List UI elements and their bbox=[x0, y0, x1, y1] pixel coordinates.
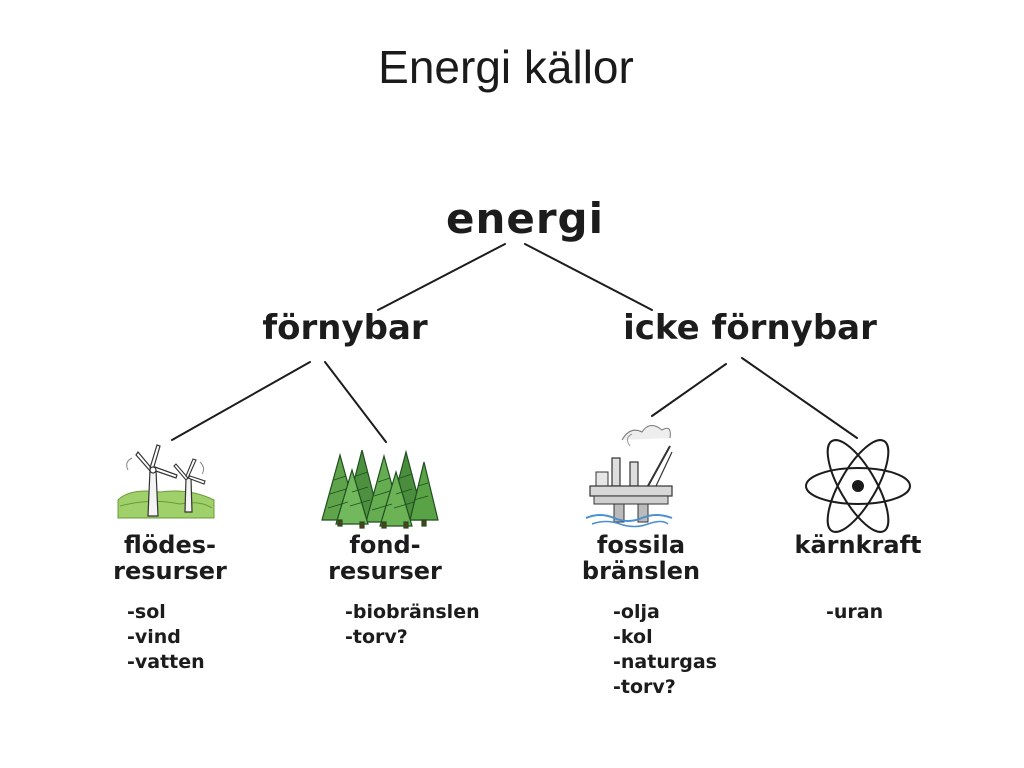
renewable-node-label: förnybar bbox=[262, 308, 428, 348]
leaf-label-line: fond- bbox=[349, 531, 421, 559]
flow-resources-list: -sol -vind -vatten bbox=[127, 600, 205, 675]
leaf-label-line: kärnkraft bbox=[794, 531, 922, 559]
list-item: -sol bbox=[127, 601, 166, 623]
leaf-label-fund-resources: fond- resurser bbox=[300, 532, 470, 585]
connector-line bbox=[741, 357, 858, 439]
connector-lines bbox=[171, 243, 858, 443]
list-item: -torv? bbox=[345, 626, 408, 648]
connector-line bbox=[324, 361, 387, 443]
forest-icon bbox=[321, 449, 439, 529]
leaf-label-fossil-fuels: fossila bränslen bbox=[556, 532, 726, 585]
page-title: Energi källor bbox=[378, 41, 634, 93]
root-node-label: energi bbox=[445, 194, 605, 243]
atom-icon bbox=[805, 439, 911, 533]
nonrenewable-node-label: icke förnybar bbox=[623, 308, 877, 348]
list-item: -naturgas bbox=[613, 651, 717, 673]
connector-line bbox=[524, 243, 653, 311]
leaf-label-nuclear: kärnkraft bbox=[778, 531, 938, 559]
fossil-fuels-list: -olja -kol -naturgas -torv? bbox=[613, 600, 717, 700]
nuclear-list: -uran bbox=[826, 600, 883, 625]
connector-line bbox=[171, 361, 311, 441]
list-item: -kol bbox=[613, 626, 653, 648]
leaf-label-line: resurser bbox=[113, 557, 227, 586]
oil-platform-icon bbox=[585, 425, 673, 528]
connector-line bbox=[377, 243, 506, 311]
leaf-label-line: fossila bbox=[596, 531, 686, 559]
list-item: -torv? bbox=[613, 676, 676, 698]
leaf-label-flow-resources: flödes- resurser bbox=[85, 532, 255, 585]
connector-line bbox=[651, 363, 727, 417]
leaf-label-line: flödes- bbox=[124, 531, 216, 559]
leaf-label-line: bränslen bbox=[581, 557, 701, 586]
list-item: -vind bbox=[127, 626, 181, 648]
wind-turbine-icon bbox=[117, 444, 215, 519]
fund-resources-list: -biobränslen -torv? bbox=[345, 600, 480, 650]
list-item: -uran bbox=[826, 601, 884, 623]
list-item: -biobränslen bbox=[345, 601, 480, 623]
leaf-label-line: resurser bbox=[328, 557, 442, 586]
list-item: -vatten bbox=[127, 651, 205, 673]
list-item: -olja bbox=[613, 601, 660, 623]
